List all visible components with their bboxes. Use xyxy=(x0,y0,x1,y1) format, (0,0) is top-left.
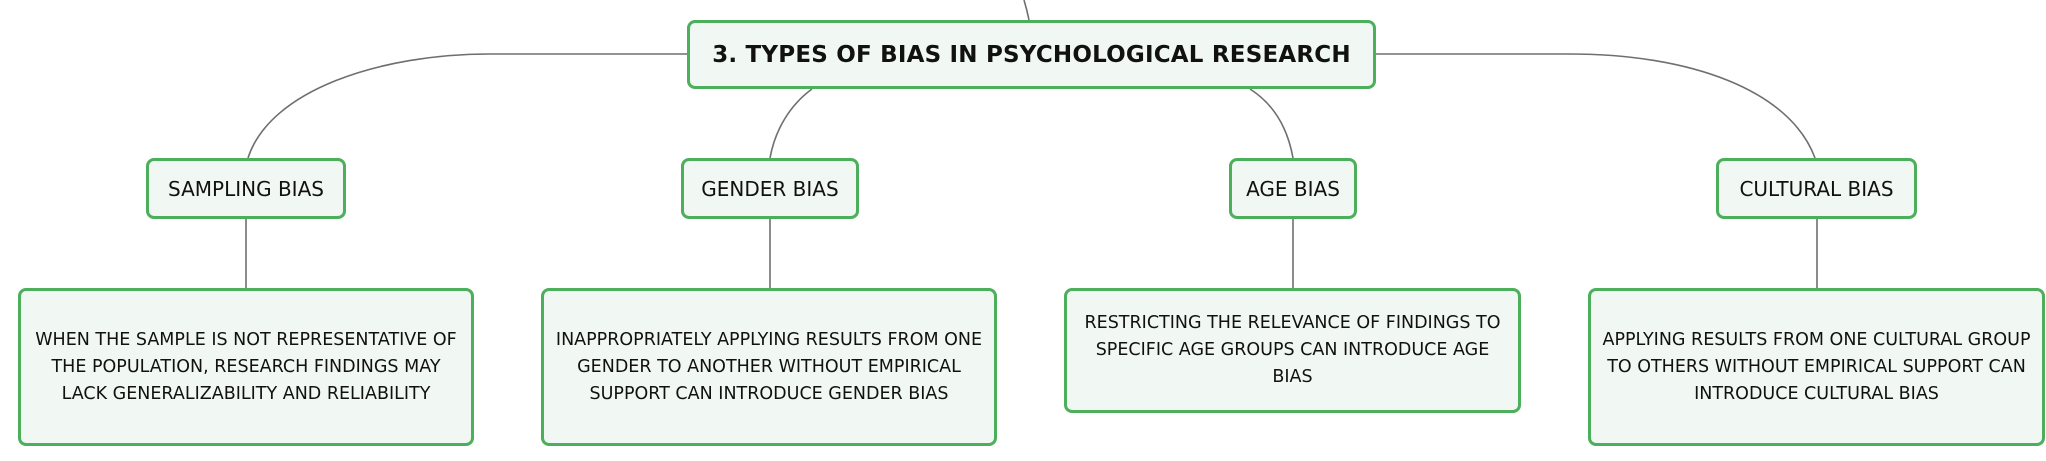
category-gender-bias[interactable]: GENDER BIAS xyxy=(681,158,859,219)
category-cultural-bias[interactable]: CULTURAL BIAS xyxy=(1716,158,1917,219)
connector-root-cultural xyxy=(1376,53,1816,159)
connector-root-age xyxy=(1249,88,1294,159)
category-age-bias[interactable]: AGE BIAS xyxy=(1229,158,1357,219)
description-text: RESTRICTING THE RELEVANCE OF FINDINGS TO… xyxy=(1084,313,1501,387)
category-label: CULTURAL BIAS xyxy=(1739,176,1894,201)
root-topic[interactable]: 3. TYPES OF BIAS IN PSYCHOLOGICAL RESEAR… xyxy=(687,20,1376,89)
connector-root-sampling xyxy=(247,53,687,159)
connector-root-gender xyxy=(769,88,813,159)
category-label: AGE BIAS xyxy=(1246,176,1340,201)
category-sampling-bias[interactable]: SAMPLING BIAS xyxy=(146,158,346,219)
category-label: GENDER BIAS xyxy=(701,176,839,201)
description-text: APPLYING RESULTS FROM ONE CULTURAL GROUP… xyxy=(1602,329,2031,404)
description-gender-bias[interactable]: INAPPROPRIATELY APPLYING RESULTS FROM ON… xyxy=(541,288,997,446)
description-cultural-bias[interactable]: APPLYING RESULTS FROM ONE CULTURAL GROUP… xyxy=(1588,288,2045,446)
description-age-bias[interactable]: RESTRICTING THE RELEVANCE OF FINDINGS TO… xyxy=(1064,288,1521,413)
root-topic-title: 3. TYPES OF BIAS IN PSYCHOLOGICAL RESEAR… xyxy=(712,41,1351,68)
description-text: WHEN THE SAMPLE IS NOT REPRESENTATIVE OF… xyxy=(35,329,457,404)
category-label: SAMPLING BIAS xyxy=(168,176,324,201)
parent-connector xyxy=(1023,0,1030,21)
description-sampling-bias[interactable]: WHEN THE SAMPLE IS NOT REPRESENTATIVE OF… xyxy=(18,288,474,446)
description-text: INAPPROPRIATELY APPLYING RESULTS FROM ON… xyxy=(555,329,983,404)
